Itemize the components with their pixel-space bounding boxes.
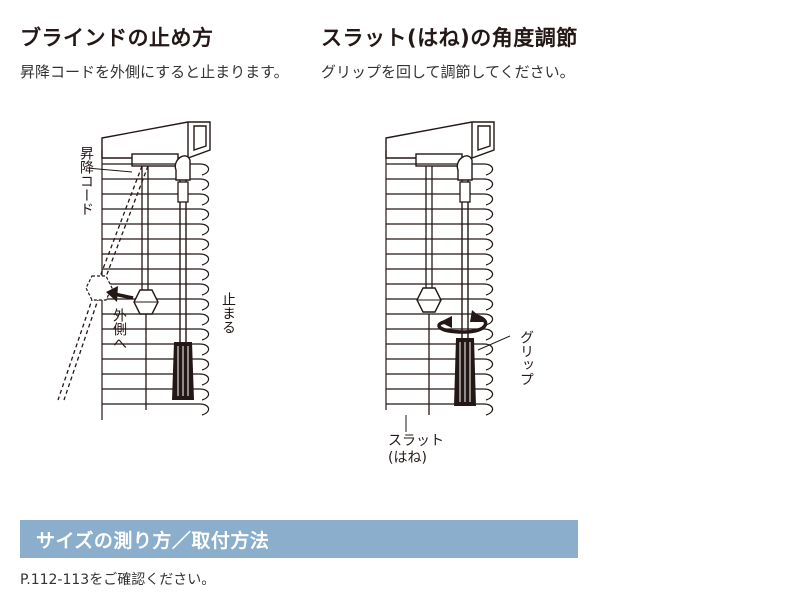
- slat: [386, 343, 494, 356]
- slat: [102, 178, 210, 191]
- slat: [102, 298, 210, 311]
- slat: [102, 403, 210, 416]
- slat: [102, 343, 210, 356]
- slat-label: スラット (はね): [388, 433, 444, 467]
- slat: [386, 238, 494, 251]
- slat-label-line1: スラット: [388, 433, 444, 449]
- slat: [386, 403, 494, 416]
- slat: [102, 283, 210, 296]
- outward-label: 外側へ: [111, 308, 127, 350]
- stop-label: 止まる: [220, 292, 236, 334]
- section-title-stopping: ブラインドの止め方: [20, 26, 214, 50]
- slat: [102, 358, 210, 371]
- description-angle: グリップを回して調節してください。: [321, 63, 575, 81]
- slat: [386, 358, 494, 371]
- slat: [386, 163, 494, 176]
- slat: [102, 163, 210, 176]
- slat: [386, 223, 494, 236]
- grip-label: グリップ: [518, 330, 534, 386]
- blind-stop-illustration: [57, 121, 211, 420]
- slat: [102, 238, 210, 251]
- slat-label-line2: (はね): [388, 450, 427, 466]
- slat: [102, 373, 210, 386]
- slat: [386, 268, 494, 281]
- slat: [102, 328, 210, 341]
- section-band-title: サイズの測り方／取付方法: [36, 530, 270, 552]
- section-title-angle: スラット(はね)の角度調節: [321, 26, 578, 50]
- slat: [386, 313, 494, 326]
- slat: [386, 208, 494, 221]
- slat: [102, 208, 210, 221]
- slat: [102, 313, 210, 326]
- slat: [102, 223, 210, 236]
- slat: [102, 268, 210, 281]
- slat: [386, 298, 494, 311]
- slat: [102, 253, 210, 266]
- slat: [386, 178, 494, 191]
- slat: [386, 283, 494, 296]
- slat-angle-illustration: [385, 121, 511, 432]
- section-band: サイズの測り方／取付方法: [20, 520, 578, 558]
- slat: [102, 388, 210, 401]
- slat: [386, 388, 494, 401]
- description-stopping: 昇降コードを外側にすると止まります。: [20, 63, 289, 81]
- slat: [386, 193, 494, 206]
- slat: [102, 193, 210, 206]
- reference-note: P.112-113をご確認ください。: [20, 572, 216, 588]
- slat: [386, 373, 494, 386]
- slat: [386, 253, 494, 266]
- cord-label: 昇降コード: [78, 146, 94, 216]
